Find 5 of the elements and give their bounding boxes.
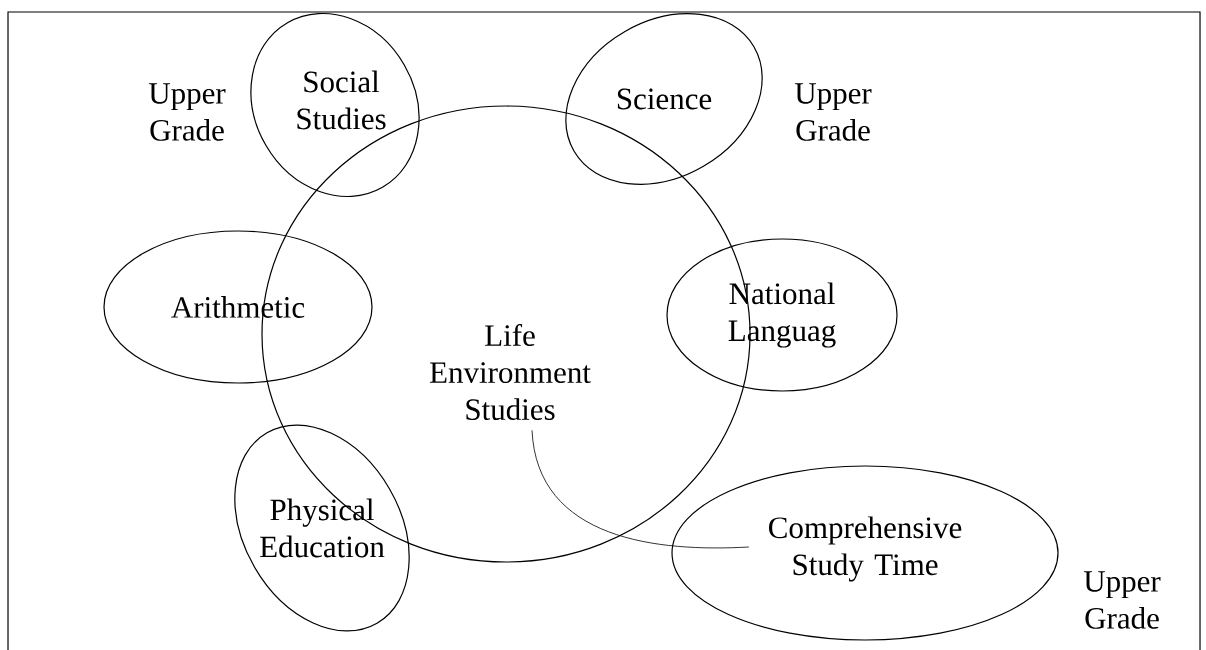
ellipse-node: Comprehensive Study Time xyxy=(671,465,1059,641)
grade-label: Upper Grade xyxy=(148,83,226,141)
grade-label: Upper Grade xyxy=(794,83,872,141)
grade-label: Upper Grade xyxy=(1083,571,1161,629)
connector-line xyxy=(531,429,750,549)
